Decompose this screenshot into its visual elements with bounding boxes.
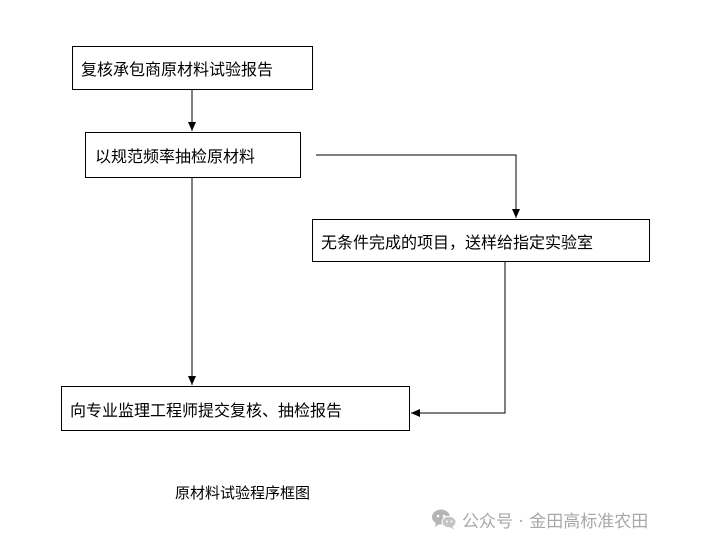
step-submit-to-supervisor: 向专业监理工程师提交复核、抽检报告: [61, 386, 410, 431]
step-label: 以规范频率抽检原材料: [95, 147, 256, 166]
step-label: 复核承包商原材料试验报告: [81, 60, 274, 79]
diagram-caption: 原材料试验程序框图: [175, 484, 311, 502]
step-label: 无条件完成的项目，送样给指定实验室: [321, 232, 594, 252]
watermark-text: 公众号 · 金田高标准农田: [462, 511, 649, 532]
arrow-step3-to-step4: [411, 262, 506, 417]
step-review-contractor-report: 复核承包商原材料试验报告: [72, 46, 313, 90]
step-send-to-lab: 无条件完成的项目，送样给指定实验室: [312, 219, 650, 262]
step-sample-inspection: 以规范频率抽检原材料: [85, 132, 301, 178]
watermark: 公众号 · 金田高标准农田: [431, 507, 649, 532]
step-label: 向专业监理工程师提交复核、抽检报告: [70, 400, 343, 420]
arrow-step2-to-step3: [316, 154, 520, 218]
wechat-icon: [432, 509, 457, 530]
